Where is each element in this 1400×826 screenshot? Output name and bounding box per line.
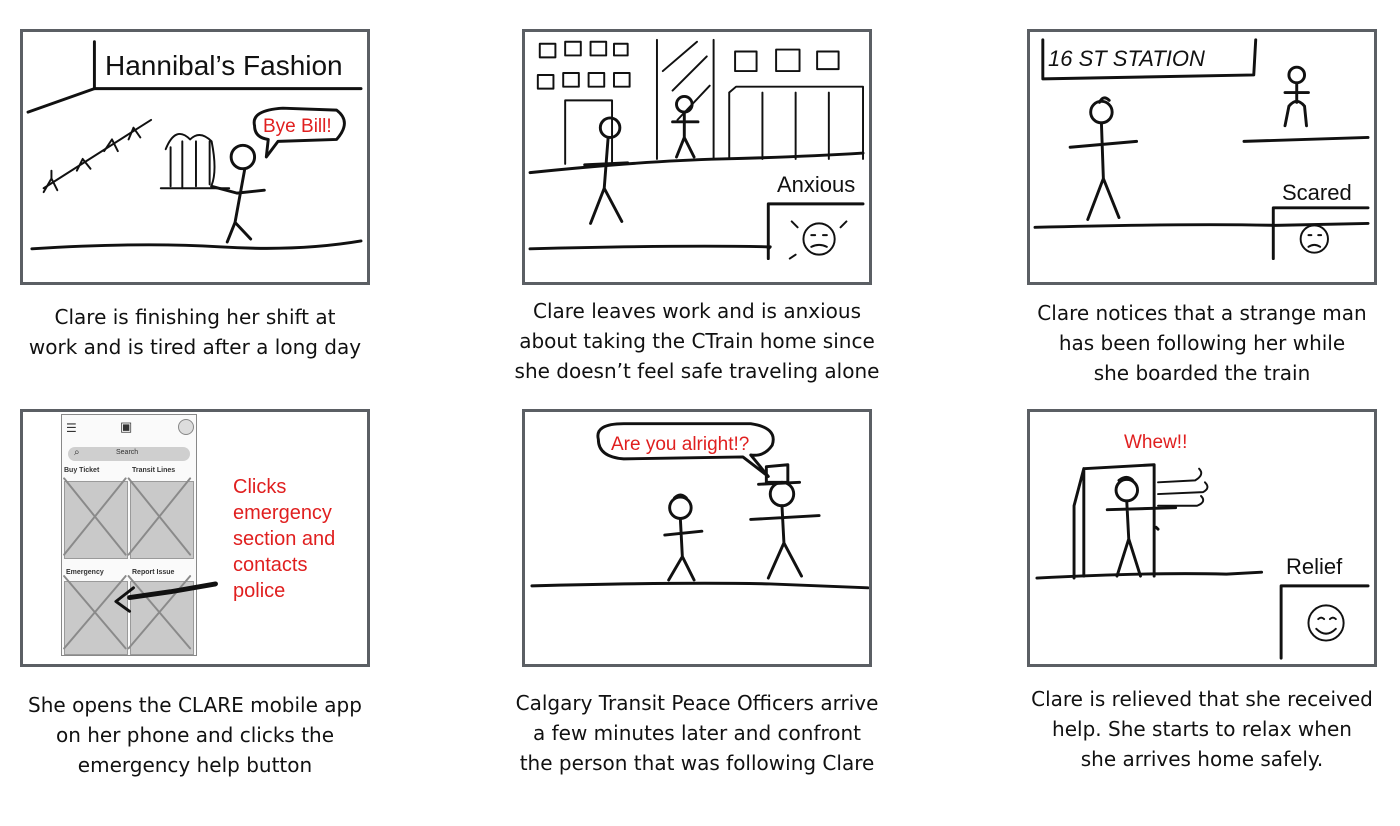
caption-1: Clare is finishing her shift at work and… [28,305,362,359]
panel-4-arrow [63,477,218,650]
panel-6: Whew!! Relief [1027,409,1377,667]
profile-icon[interactable] [178,419,194,435]
speech-are-you-alright: Are you alright!? [611,434,750,455]
caption-4: She opens the CLARE mobile app on her ph… [28,693,362,777]
search-placeholder: Search [116,449,139,456]
menu-icon[interactable]: ☰ [66,421,77,435]
speech-bye: Bye Bill! [263,116,332,137]
search-input[interactable]: ⌕ Search [68,447,190,461]
bus-icon: ▣ [120,419,133,434]
caption-2: Clare leaves work and is anxious about t… [514,299,880,383]
panel-2-sketch [528,38,865,261]
tile-label-transit-lines: Transit Lines [132,467,176,474]
panel-4: ☰ ▣ ⌕ Search Buy Ticket Transit Lines Em… [20,409,370,667]
caption-6: Clare is relieved that she received help… [1031,687,1373,771]
tile-emergency[interactable] [64,581,128,655]
shop-sign: Hannibal’s Fashion [105,50,343,81]
exclamation-whew: Whew!! [1124,432,1188,453]
panel-3: 16 ST STATION Scared [1027,29,1377,285]
panel-3-sketch [1033,38,1370,261]
panel-1-sketch [26,40,363,251]
panel-1: Hannibal’s Fashion Bye Bill! [20,29,370,285]
caption-3: Clare notices that a strange man has bee… [1037,301,1367,385]
tile-label-report-issue: Report Issue [132,569,175,576]
emotion-anxious: Anxious [777,172,856,197]
search-icon: ⌕ [74,447,80,458]
panel-5-sketch [530,422,869,590]
panel-5: Are you alright!? [522,409,872,667]
panel-2: Anxious [522,29,872,285]
tile-label-emergency: Emergency [66,569,104,576]
phone-mockup: ☰ ▣ ⌕ Search Buy Ticket Transit Lines Em… [61,414,197,656]
panel-6-sketch [1035,463,1370,660]
caption-5: Calgary Transit Peace Officers arrive a … [515,691,879,775]
tile-buy-ticket[interactable] [64,481,128,559]
annotation-emergency: Clicks emergency section and contacts po… [233,476,336,602]
tile-label-buy-ticket: Buy Ticket [64,467,100,474]
emotion-relief: Relief [1286,554,1343,579]
station-sign: 16 ST STATION [1048,46,1205,71]
emotion-scared: Scared [1282,180,1352,205]
